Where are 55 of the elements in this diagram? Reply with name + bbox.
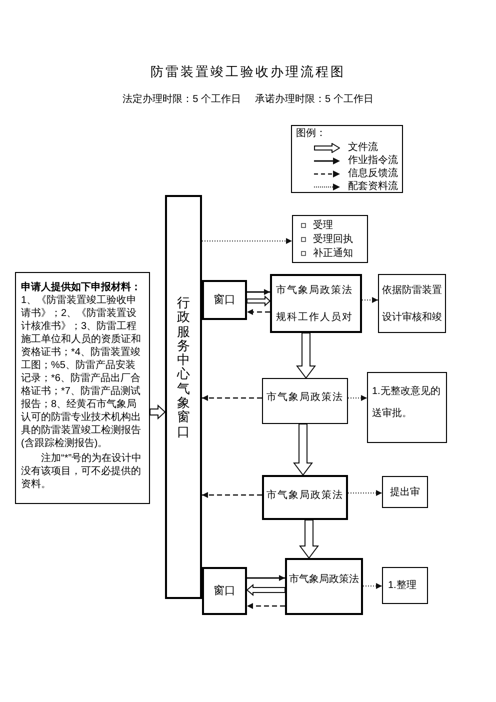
process-box [262,475,348,520]
window-box [202,567,247,615]
process-box [262,378,348,424]
process-box [367,372,447,443]
box-label: 窗口 [214,584,236,599]
process-box [382,567,428,604]
checklist-item-text: 受理回执 [313,232,353,246]
box-label: 市气象局政策法规科工作人员对 [276,284,354,324]
checklist-item-text: 受理 [313,218,333,232]
legend-text: 配套资料流 [348,180,398,193]
materials-list-text: 1、《防雷装置竣工验收申请书》；2、《防雷装置设计核准书》；3、防雷工程施工单位和人员的资质证和资格证书；*4、防雷装置竣工图；%5、防雷产品安装记录；*6、防雷产品出厂合格证书；*7、防雷产品测试报告；8、经黄石市气象局认可的防雷专业技术机构出具的防雷装置竣工检测报告(含跟踪检测报告)。 [21,294,142,450]
process-box [378,274,446,333]
process-box [285,558,363,615]
dotted-arrow [362,297,378,303]
legend-title: 图例： [296,127,326,140]
dashed-arrow [247,309,270,315]
arrow [247,575,285,581]
column-label: 行政服务中心气象窗口 [177,296,190,441]
legend-text: 信息反馈流 [348,167,398,180]
hollow-arrow [293,424,313,476]
legend-text: 作业指令流 [348,154,398,167]
process-box [270,274,362,333]
arrow [247,289,270,295]
dotted-arrow [363,583,382,589]
box-label: 1.整理 [388,579,416,593]
dashed-arrow [247,603,285,609]
box-label: 市气象局政策法 [289,572,359,587]
box-label: 1.无整改意见的送审批。 [372,384,442,421]
dotted-arrow [348,395,367,401]
window-box [202,280,247,320]
time-limit-text: 法定办理时限：5 个工作日 [122,92,241,107]
hollow-arrow [246,584,286,596]
box-label: 市气象局政策法 [266,488,344,503]
dotted-arrow [202,238,292,244]
dashed-arrow [202,492,262,498]
note-text: 注加“*”号的为在设计中没有该项目，可不必提供的资料。 [21,452,143,491]
time-limit-text: 承诺办理时限：5 个工作日 [255,92,374,107]
box-label: 窗口 [214,292,236,308]
hollow-arrow [296,332,316,379]
service-window-column [165,195,202,599]
checklist-box [292,215,368,263]
hollow-arrow [150,404,166,420]
checklist-item-text: 补正通知 [313,246,353,260]
hollow-arrow [299,520,319,559]
box-label: 市气象局政策法 [266,390,344,405]
legend-text: 文件流 [348,141,378,154]
materials-heading: 申请人提供如下申报材料： [21,281,142,294]
dashed-arrow [202,395,262,401]
box-label: 提出审 [390,486,420,500]
box-label: 依据防雷装置设计审核和竣 [382,284,442,324]
materials-list-box [15,272,150,504]
dotted-arrow [348,490,382,496]
hollow-arrow [246,295,271,307]
diagram-title: 防雷装置竣工验收办理流程图 [150,63,346,81]
process-box [382,476,428,508]
